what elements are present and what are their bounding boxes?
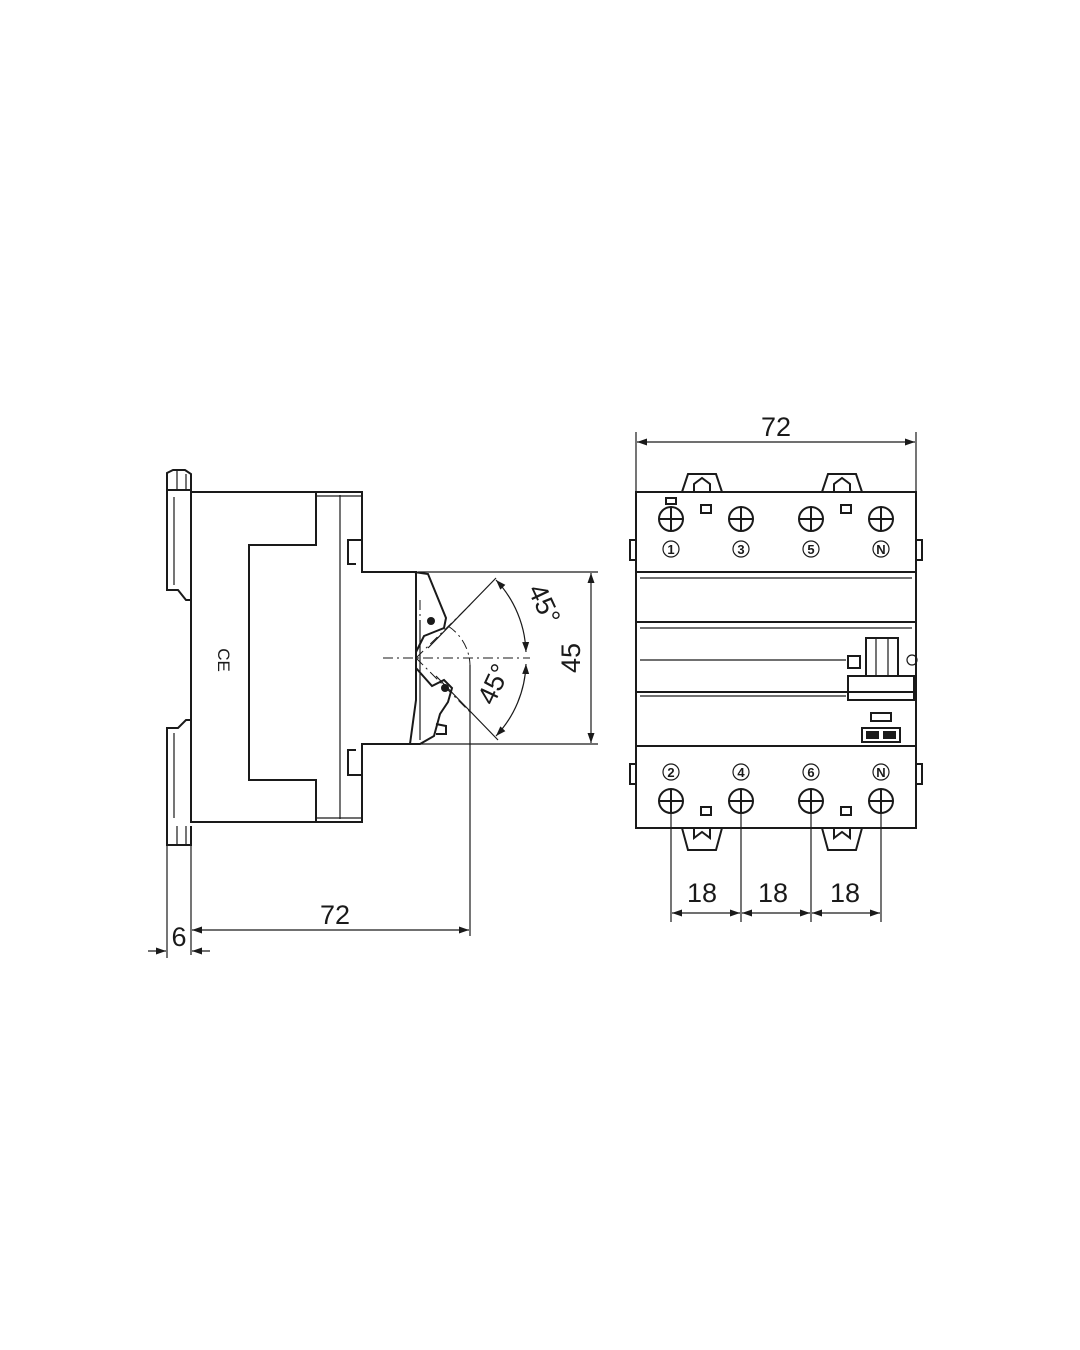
status-indicator — [870, 712, 892, 722]
bottom-terminal-label: 6 — [807, 765, 814, 780]
angle-upper-label: 45° — [522, 579, 566, 629]
bottom-terminal-2: 2 — [658, 763, 684, 814]
angle-lower-label: 45° — [472, 659, 516, 709]
top-terminal-label: 1 — [667, 542, 674, 557]
dim-depth-label: 72 — [320, 900, 350, 930]
side-front-face — [316, 491, 417, 823]
din-clip-top — [166, 490, 192, 822]
top-rail-clips — [681, 473, 863, 493]
toggle-lever — [413, 571, 448, 653]
top-terminal-label: 3 — [737, 542, 744, 557]
bottom-terminal-n: N — [840, 763, 894, 816]
front-body-outline — [635, 491, 917, 829]
pivot-centerline-diag2 — [415, 657, 471, 713]
bottom-terminal-label: 4 — [737, 765, 745, 780]
dim-offset-label: 6 — [171, 922, 186, 952]
bottom-terminal-6: 6 — [798, 763, 824, 814]
bottom-terminal-label: 2 — [667, 765, 674, 780]
test-button — [861, 727, 901, 743]
dim-height-label: 45 — [556, 643, 586, 673]
bottom-terminal-label: N — [876, 765, 885, 780]
top-terminal-label: 5 — [807, 542, 814, 557]
front-view: 72 — [629, 412, 923, 922]
dim-pitch-label-1: 18 — [687, 878, 717, 908]
dim-front-width-label: 72 — [761, 412, 791, 442]
dim-pitch-label-2: 18 — [758, 878, 788, 908]
top-terminal-3: 3 — [700, 504, 754, 558]
dim-pitch-label-3: 18 — [830, 878, 860, 908]
handle-block — [847, 637, 918, 701]
side-body-outline — [190, 491, 317, 823]
top-terminal-5: 5 — [798, 506, 824, 558]
bottom-terminal-4: 4 — [700, 763, 754, 816]
bottom-rail-clips — [681, 827, 863, 851]
top-terminal-n: N — [840, 504, 894, 558]
ce-mark: CE — [214, 648, 233, 672]
lever-swing-arc — [447, 625, 471, 666]
angle-arc-lower — [495, 663, 530, 737]
top-terminal-label: N — [876, 542, 885, 557]
side-view: CE 45° 45° 45 72 6 — [148, 469, 598, 958]
top-terminal-1: 1 — [658, 497, 684, 558]
angle-arc-upper — [495, 579, 530, 653]
